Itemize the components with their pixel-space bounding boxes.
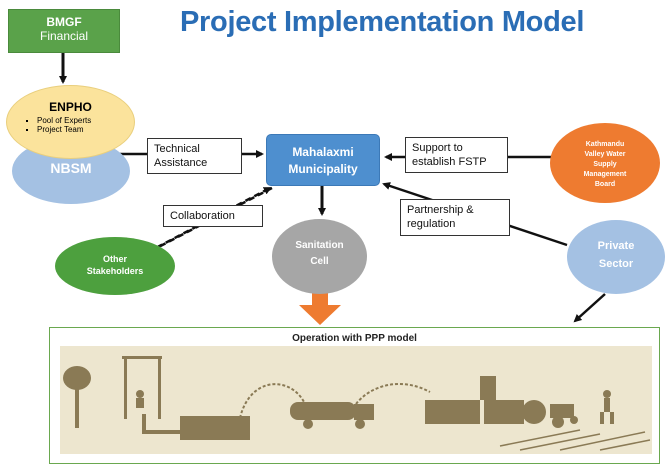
enpho-bullet-item: Project Team [37, 125, 134, 134]
private-line1: Private [597, 240, 635, 252]
enpho-bullet-item: Pool of Experts [37, 116, 134, 125]
other-line2: Stakeholders [86, 266, 144, 276]
private-sector-node: Private Sector [567, 220, 665, 294]
municipality-line2: Municipality [288, 162, 358, 176]
other-stakeholders-node: Other Stakeholders [55, 237, 175, 295]
enpho-bullets: Pool of Experts Project Team [7, 116, 134, 134]
private-text: Private Sector [567, 237, 665, 273]
technical-assistance-label: Technical Assistance [147, 138, 242, 174]
ppp-frame [49, 327, 660, 464]
enpho-node: ENPHO Pool of Experts Project Team [6, 85, 135, 159]
kathmandu-board-node: Kathmandu Valley Water Supply Management… [550, 123, 660, 203]
page-title: Project Implementation Model [180, 6, 585, 38]
support-fstp-label: Support to establish FSTP [405, 137, 508, 173]
enpho-label: ENPHO [49, 100, 92, 114]
partnership-line1: Partnership & [407, 204, 474, 216]
tree-icon [75, 386, 79, 428]
cell-line2: Cell [310, 256, 329, 267]
bmgf-box: BMGF Financial [8, 9, 120, 53]
nbsm-label: NBSM [50, 160, 92, 176]
support-line2: establish FSTP [412, 156, 487, 168]
bmgf-sub: Financial [39, 29, 89, 43]
municipality-node: Mahalaxmi Municipality [266, 134, 380, 186]
other-text: Other Stakeholders [55, 253, 175, 277]
sanitation-cell-node: Sanitation Cell [272, 219, 367, 294]
partnership-line2: regulation [407, 218, 456, 230]
sanitation-chain-illustration [60, 346, 652, 454]
technical-line1: Technical [154, 143, 200, 155]
bmgf-label: BMGF [46, 15, 82, 29]
kathmandu-line: Board [594, 181, 616, 188]
municipality-line1: Mahalaxmi [292, 145, 354, 159]
collaboration-label: Collaboration [163, 205, 263, 227]
kathmandu-text: Kathmandu Valley Water Supply Management… [550, 140, 660, 190]
ppp-title: Operation with PPP model [292, 333, 417, 344]
kathmandu-line: Kathmandu [585, 141, 625, 148]
cell-line1: Sanitation [295, 240, 344, 251]
other-line1: Other [102, 254, 127, 264]
kathmandu-line: Supply [593, 161, 617, 168]
arrow-private-ppp [573, 293, 606, 323]
partnership-label: Partnership & regulation [400, 199, 510, 236]
cell-text: Sanitation Cell [272, 238, 367, 270]
technical-line2: Assistance [154, 157, 208, 169]
support-line1: Support to [412, 142, 463, 154]
private-line2: Sector [598, 258, 634, 270]
down-arrow-orange [299, 292, 341, 325]
kathmandu-line: Management [583, 171, 627, 178]
sanitation-chain-svg [63, 356, 651, 451]
kathmandu-line: Valley Water [584, 151, 626, 158]
